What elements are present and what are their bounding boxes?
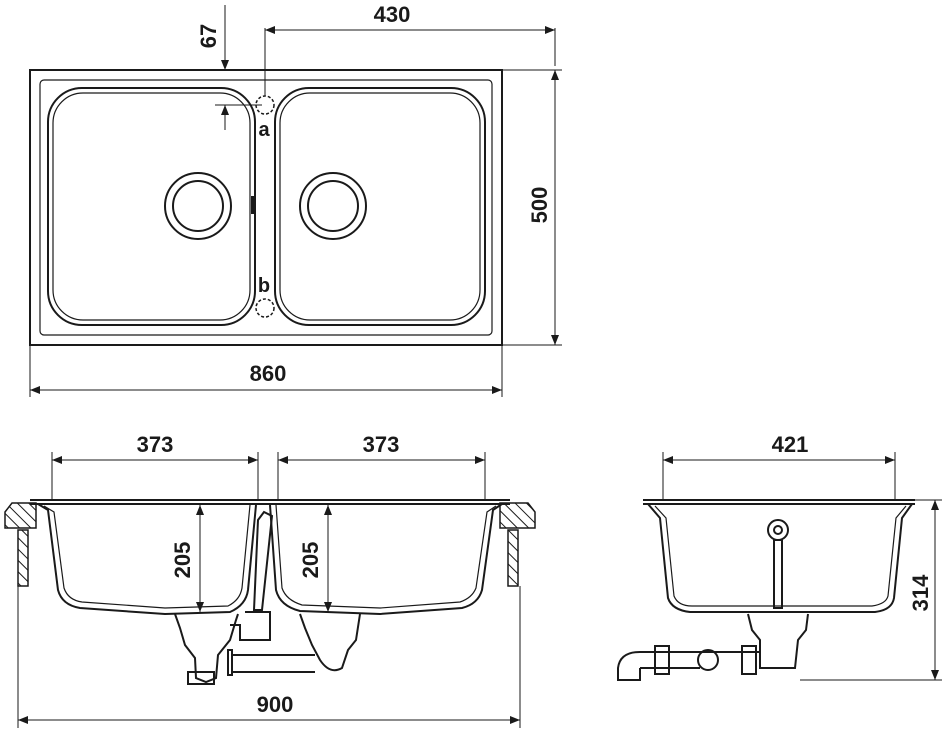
dim-label-500: 500 — [527, 187, 552, 224]
overflow-fitting-icon — [767, 519, 789, 609]
dim-label-373-right: 373 — [363, 432, 400, 457]
countertop-left — [4, 502, 37, 529]
dim-label-900: 900 — [257, 692, 294, 717]
left-drain-trap-icon — [174, 613, 315, 685]
right-drain-trap-icon — [299, 613, 361, 672]
right-bowl — [274, 87, 486, 326]
dim-label-205-left: 205 — [170, 542, 195, 579]
dim-label-373-left: 373 — [137, 432, 174, 457]
left-bowl-section — [37, 503, 257, 616]
right-drain-icon — [299, 172, 367, 240]
side-bowl-section — [647, 503, 913, 613]
hole-label-a: a — [258, 119, 270, 141]
side-view: 421 314 — [617, 432, 942, 681]
countertop-right — [499, 502, 536, 529]
tap-hole-b — [255, 298, 275, 318]
right-bowl-section — [269, 503, 503, 616]
cabinet-right — [507, 529, 519, 587]
overflow-icon — [251, 196, 256, 214]
sink-rim — [39, 79, 493, 336]
top-view: a b 430 67 500 860 — [29, 2, 562, 397]
hole-label-b: b — [258, 275, 270, 297]
dim-label-314: 314 — [908, 574, 933, 611]
dim-label-205-right: 205 — [298, 542, 323, 579]
dim-label-430: 430 — [374, 2, 411, 27]
sink-outline — [29, 69, 503, 346]
left-drain-icon — [164, 172, 232, 240]
side-drain-trap-icon — [617, 613, 809, 681]
front-view: 373 373 205 205 900 — [4, 432, 536, 728]
dim-label-421: 421 — [772, 432, 809, 457]
dim-label-860: 860 — [250, 361, 287, 386]
dim-label-67: 67 — [196, 24, 221, 48]
overflow-pipe — [252, 510, 274, 611]
cabinet-left — [17, 529, 29, 587]
